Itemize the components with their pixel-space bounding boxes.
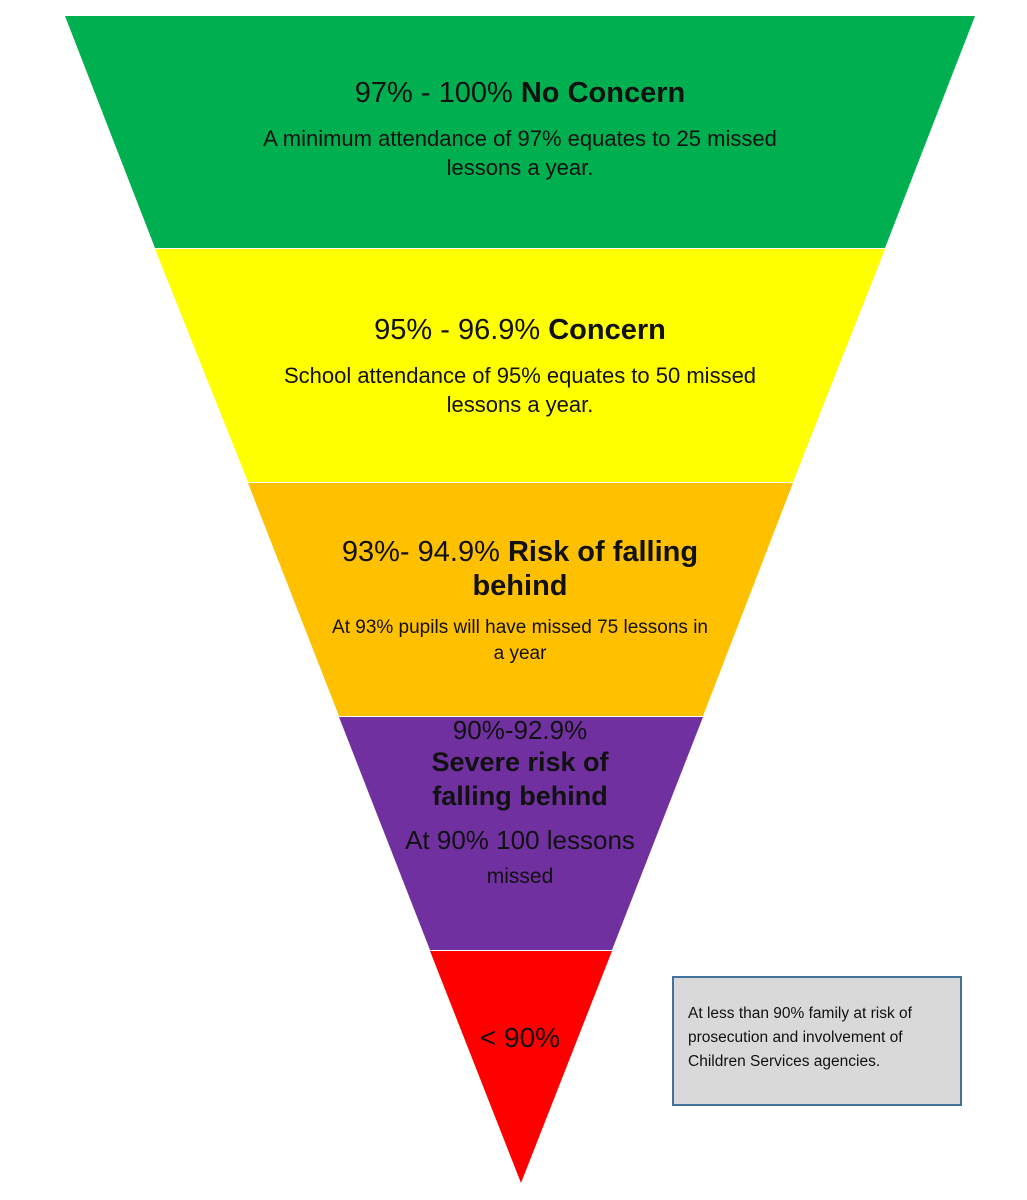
prosecution-note-text: At less than 90% family at risk of prose… [688, 1005, 912, 1070]
band-description: A minimum attendance of 97% equates to 2… [263, 126, 777, 180]
band-concern-text: 95% - 96.9% Concern School attendance of… [260, 313, 780, 419]
band-label: Severe risk of falling behind [431, 747, 609, 811]
band-description-tail: missed [486, 865, 554, 888]
band-description: At 90% 100 lessons missed [400, 823, 640, 894]
band-risk-text: 93%- 94.9% Risk of falling behind At 93%… [330, 535, 710, 667]
band-below-90-label: < 90% [479, 1022, 561, 1053]
band-description: At 93% pupils will have missed 75 lesson… [332, 617, 708, 664]
band-range: 90%-92.9% [452, 715, 588, 745]
band-label: No Concern [520, 77, 686, 109]
band-no-concern-title: 97% - 100% No Concern [240, 76, 800, 110]
band-description-main: At 90% 100 lessons [405, 825, 635, 855]
band-label: Risk of falling behind [472, 536, 699, 602]
prosecution-note-box: At less than 90% family at risk of prose… [672, 976, 962, 1106]
band-range: 95% - 96.9% [374, 314, 541, 346]
band-risk-of-falling-behind [248, 483, 793, 716]
band-description: School attendance of 95% equates to 50 m… [283, 363, 757, 417]
band-range: 97% - 100% [354, 77, 513, 109]
band-range: 93%- 94.9% [341, 536, 500, 568]
band-label: Concern [548, 314, 666, 346]
band-concern [155, 249, 885, 482]
band-severe-risk [339, 717, 703, 950]
band-concern-title: 95% - 96.9% Concern [260, 313, 780, 347]
band-severe-risk-text: 90%-92.9% Severe risk of falling behind … [400, 715, 640, 894]
band-no-concern-text: 97% - 100% No Concern A minimum attendan… [240, 76, 800, 182]
band-no-concern [65, 16, 975, 248]
band-risk-title: 93%- 94.9% Risk of falling behind [330, 535, 710, 603]
band-below-90 [430, 951, 612, 1183]
